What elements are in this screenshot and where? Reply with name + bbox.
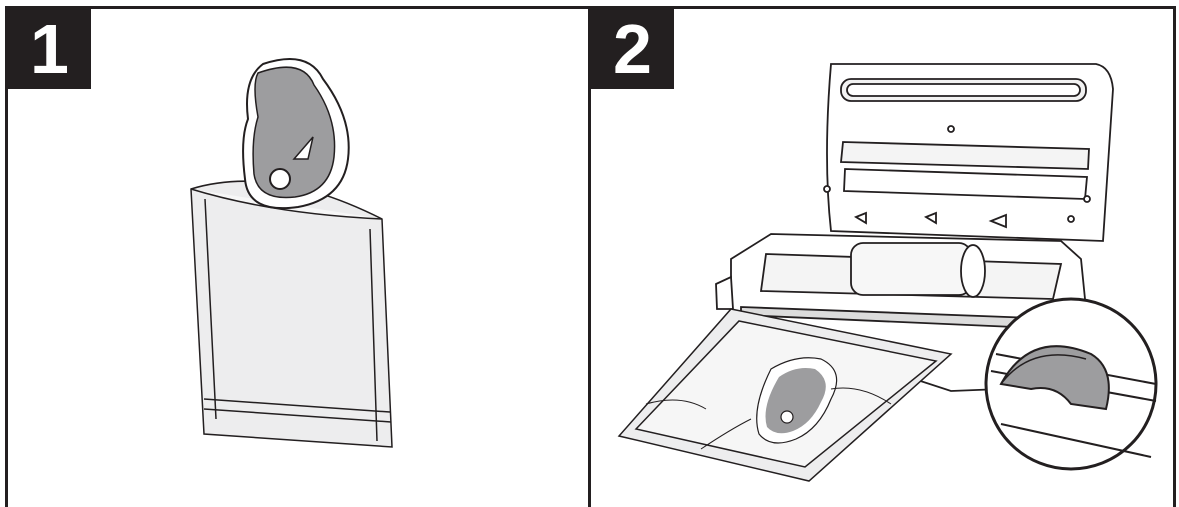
step-2-badge: 2 — [591, 9, 674, 89]
steak-icon — [242, 58, 350, 210]
step-1-illustration — [190, 58, 393, 448]
step-1-badge: 1 — [8, 9, 91, 89]
step-1-panel: 1 — [5, 6, 591, 507]
vacuum-bag — [190, 180, 393, 448]
sealer-lid — [823, 63, 1114, 242]
bag-in-sealer — [617, 308, 953, 482]
step-2-panel: 2 — [588, 6, 1176, 507]
step-2-illustration — [617, 63, 1158, 482]
magnified-detail-inset — [984, 297, 1158, 471]
